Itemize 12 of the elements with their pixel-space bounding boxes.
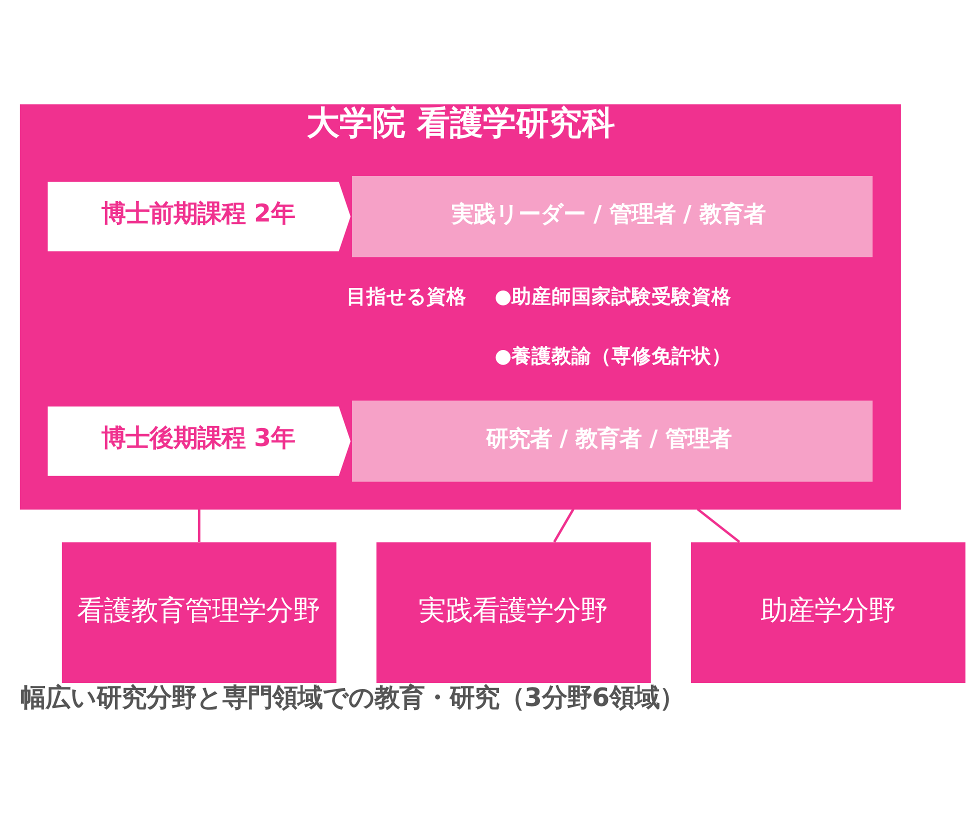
label: ●助産師国家試験受験資格 [494, 285, 732, 308]
node-box: 看護教育管理学分野 [62, 542, 336, 683]
node-box: 実践看護学分野 [376, 542, 651, 683]
caption: 幅広い研究分野と専門領域での教育・研究（3分野6領域） [20, 682, 685, 712]
connector [553, 508, 574, 543]
node-box: 助産学分野 [690, 542, 966, 683]
node-box: 研究者 / 教育者 / 管理者 [352, 400, 873, 482]
label: 目指せる資格 [346, 285, 467, 308]
connector [198, 509, 200, 542]
label: ●養護教諭（専修免許状） [494, 344, 732, 368]
connector [696, 508, 740, 543]
node-box: 実践リーダー / 管理者 / 教育者 [352, 176, 873, 258]
